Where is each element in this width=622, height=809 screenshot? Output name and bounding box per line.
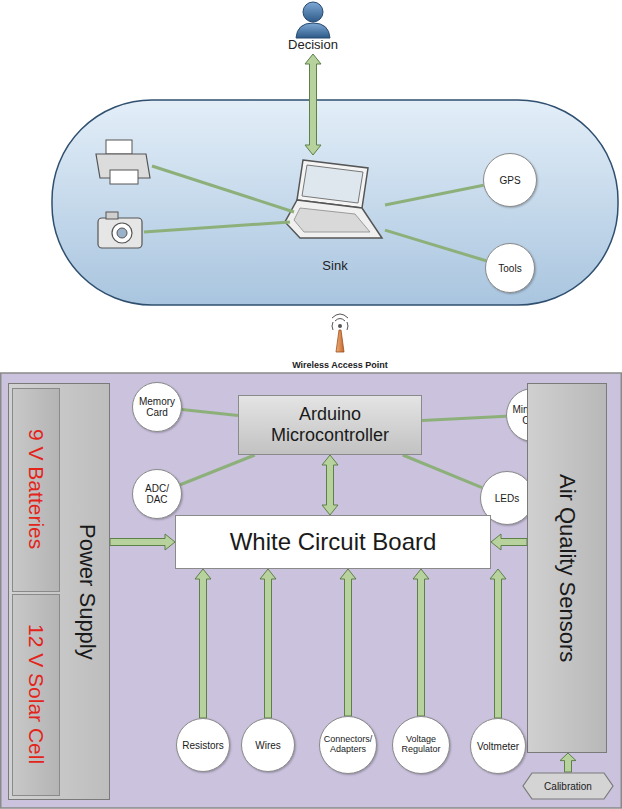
node-label: 12 V Solar Cell <box>24 624 48 764</box>
flow-arrow <box>490 569 506 718</box>
sensor-board-panel <box>1 373 622 808</box>
microcontroller-box: Arduino Microcontroller <box>238 395 422 455</box>
node-label: Air Quality Sensors <box>554 474 580 662</box>
component-circle: ADC/ DAC <box>132 469 182 519</box>
laptop-icon <box>285 160 382 238</box>
power-supply-band: Power Supply 9 V Batteries 12 V Solar Cell <box>8 383 110 800</box>
printer-link <box>152 166 294 212</box>
tool-circle: GPS <box>483 153 537 207</box>
link-line <box>403 455 482 488</box>
flow-arrow <box>322 455 338 515</box>
component-circle: Voltage Regulator <box>392 716 450 774</box>
printer-icon <box>96 140 150 184</box>
node-label: Voltage Regulator <box>396 735 446 755</box>
link-line <box>385 185 484 205</box>
flow-arrow <box>413 569 429 716</box>
node-label: 9 V Batteries <box>24 429 48 549</box>
link-line <box>385 230 486 261</box>
camera-link <box>144 222 290 232</box>
component-circle: Resistors <box>176 718 230 772</box>
node-label: Decision <box>288 37 338 52</box>
link-line <box>182 410 238 416</box>
component-circle: Wires <box>241 718 295 772</box>
component-circle: Connectors/ Adapters <box>319 716 377 774</box>
node-label: GPS <box>499 175 520 186</box>
node-label: Voltmeter <box>477 741 519 752</box>
flow-arrow <box>491 534 527 550</box>
node-label: Memory Card <box>136 396 178 418</box>
node-label: Tools <box>498 263 521 274</box>
node-label: Wires <box>255 740 281 751</box>
node-label: Arduino Microcontroller <box>243 404 417 445</box>
node-label: White Circuit Board <box>230 528 437 556</box>
node-label: Resistors <box>182 740 224 751</box>
flow-arrow <box>110 534 175 550</box>
component-circle: Voltmeter <box>470 718 526 774</box>
antenna-icon <box>332 314 348 352</box>
tool-circle: Tools <box>485 243 535 293</box>
person-node: Decision <box>278 0 348 54</box>
battery-cell: 9 V Batteries <box>12 388 60 592</box>
node-label: Connectors/ Adapters <box>323 735 373 755</box>
flow-arrow <box>560 753 576 772</box>
flow-arrow <box>340 569 356 716</box>
access-point: Wireless Access Point <box>260 312 420 372</box>
flow-arrow <box>260 569 276 718</box>
sink-laptop: Sink <box>285 155 385 275</box>
node-label: Calibration <box>544 781 592 792</box>
person-icon <box>296 2 330 38</box>
hexagon-shape <box>523 773 613 799</box>
flow-arrow <box>195 569 211 718</box>
circuit-board-box: White Circuit Board <box>175 515 491 569</box>
node-label: ADC/ DAC <box>136 483 178 505</box>
node-label: Sink <box>322 258 347 273</box>
node-label: Power Supply <box>74 524 100 660</box>
calibration-hexagon: Calibration <box>522 772 614 800</box>
link-line <box>422 416 506 420</box>
sink-cloud <box>52 100 618 305</box>
component-circle: Memory Card <box>132 382 182 432</box>
node-label: Wireless Access Point <box>292 360 388 370</box>
node-label: LEDs <box>495 493 519 504</box>
link-line <box>180 455 255 485</box>
sensor-band: Air Quality Sensors <box>527 383 607 753</box>
camera-icon <box>98 212 142 248</box>
solar-cell: 12 V Solar Cell <box>12 594 60 796</box>
flow-arrow <box>305 54 321 155</box>
